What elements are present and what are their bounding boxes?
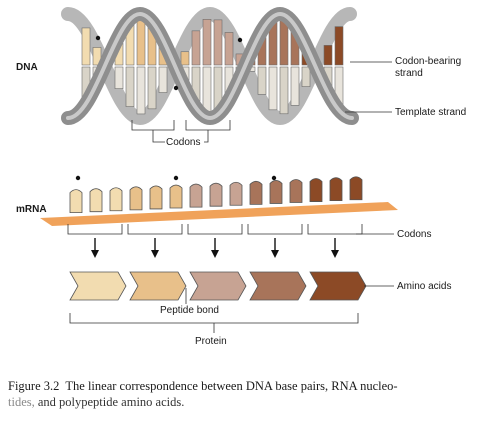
dna-base-top [323,45,333,66]
mrna-nucleotide [69,189,83,214]
codon-bracket [67,224,123,235]
dna-base-top [81,27,91,66]
mrna-codon-brackets [67,224,363,235]
mrna-label: mRNA [16,204,47,215]
codon-bracket [127,224,183,235]
dna-base-bottom [268,66,278,111]
mrna-nucleotide [329,177,343,202]
mrna-nucleotide [149,185,163,210]
dna-codons-bracket [131,120,231,143]
mrna-nucleotide [109,187,123,212]
dna-base-bottom [257,66,267,95]
arrow-head [211,250,219,258]
codon-bearing-strand-label-line2: strand [395,68,423,79]
mrna-nucleotide [269,180,283,204]
dna-base-top [334,26,344,66]
arrow-head [331,250,339,258]
protein-label: Protein [195,336,227,347]
dna-base-bottom [136,66,146,115]
dna-base-bottom [279,66,289,115]
dna-base-bottom [301,66,311,87]
caption-text-1: The linear correspondence between DNA ba… [65,379,398,393]
dna-base-bottom [147,66,157,110]
mrna-nucleotide [229,181,243,206]
codons-top-label: Codons [166,137,200,148]
mrna-codon-dot [75,175,81,181]
dna-base-bottom [202,66,212,113]
arrow-head [151,250,159,258]
peptide-bond-label: Peptide bond [160,305,219,316]
arrow-head [91,250,99,258]
dna-codon-dot [173,85,179,91]
dna-label: DNA [16,62,38,73]
amino-acids-label: Amino acids [397,281,451,292]
amino-acid [69,271,127,301]
protein-bracket [69,313,359,333]
amino-acid [309,271,367,301]
caption-line-2: tides, and polypeptide amino acids. [8,394,488,410]
dna-double-helix [61,6,359,126]
codons-right-label: Codons [397,229,431,240]
figure-number: Figure 3.2 [8,379,60,393]
mrna-nucleotide [209,182,223,207]
caption-text-2: and polypeptide amino acids. [34,395,185,409]
dna-base-top [202,19,212,66]
mrna-nucleotide [129,186,143,211]
mrna-nucleotide [349,176,363,201]
mrna-nucleotide [289,179,303,203]
mrna-codon-dot [173,175,179,181]
dna-codon-dot [95,35,101,41]
amino-acid [249,271,307,301]
mrna-nucleotide [169,184,183,209]
dna-base-top [224,32,234,66]
amino-acid [129,271,187,301]
mrna-nucleotide [189,183,203,208]
mrna-nucleotide [309,178,323,202]
dna-base-pairs [81,17,344,115]
codon-bearing-strand-label-line1: Codon-bearing [395,56,461,67]
mrna-strand [40,175,398,226]
dna-base-bottom [290,66,300,106]
mrna-nucleotides [69,176,363,214]
dna-base-top [191,30,201,66]
dna-base-top [92,47,102,66]
codon-bearing-strand-highlight [66,11,354,121]
dna-base-bottom [158,66,168,93]
mrna-backbone [40,202,398,226]
codon-bracket [307,224,363,235]
codon-bracket [187,224,243,235]
mrna-codon-dot [271,175,277,181]
dna-base-bottom [125,66,135,107]
amino-acid [189,271,247,301]
mrna-nucleotide [249,180,263,205]
codon-bracket [247,224,303,235]
amino-acid-chain [69,271,367,301]
dna-base-top [213,19,223,66]
caption-line-1: Figure 3.2 The linear correspondence betw… [8,378,488,394]
translation-arrows [91,238,339,258]
template-strand-back [61,6,357,126]
caption-text-faded: tides, [8,395,35,409]
figure-caption: Figure 3.2 The linear correspondence betw… [8,378,488,410]
arrow-head [271,250,279,258]
template-strand-label: Template strand [395,107,466,118]
dna-base-top [180,51,190,66]
mrna-nucleotide [89,188,103,213]
dna-base-top [136,17,146,66]
dna-base-bottom [114,66,124,89]
dna-codon-dot [237,37,243,43]
